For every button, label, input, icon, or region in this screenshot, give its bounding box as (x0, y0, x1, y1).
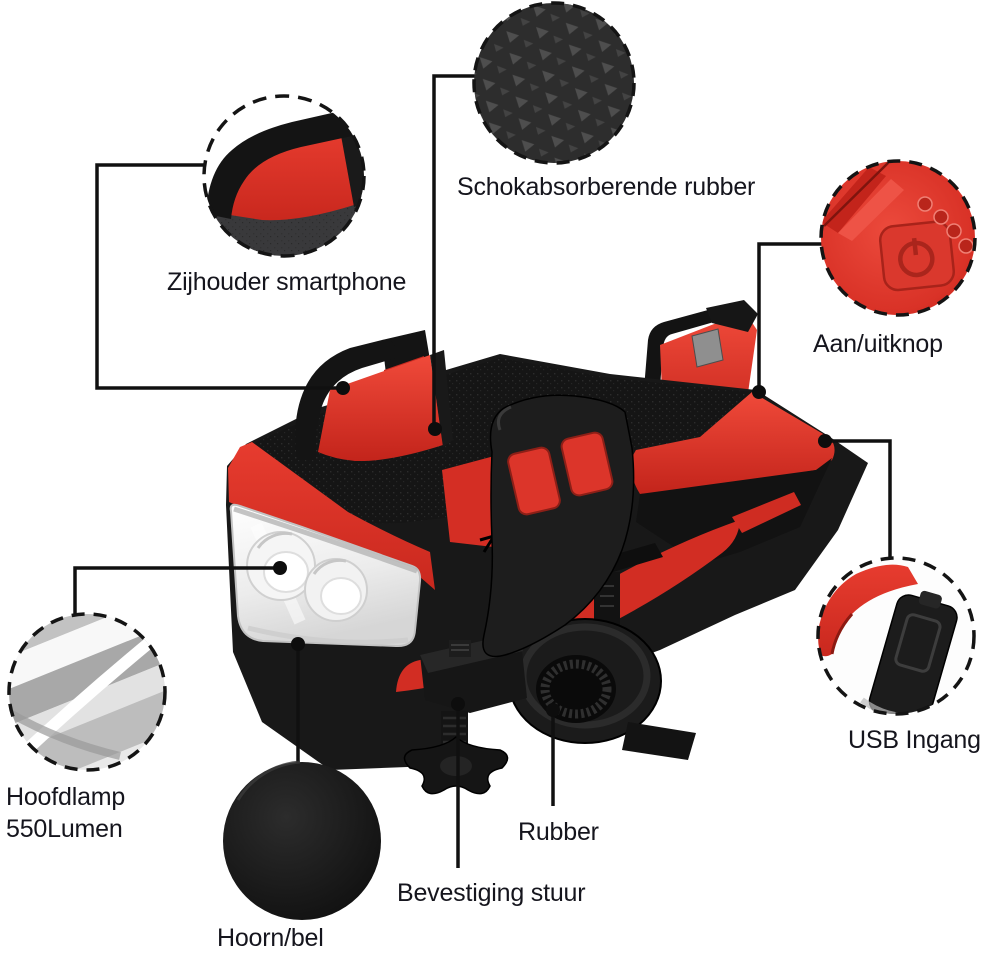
leader-lines (73, 74, 892, 868)
power-button-icon (878, 220, 956, 292)
body-underside (636, 458, 832, 564)
label-side-holder: Zijhouder smartphone (167, 268, 407, 296)
body-red-top-face (630, 392, 835, 494)
usb-cover (868, 590, 958, 714)
detail-circle-shock-rubber (472, 1, 636, 165)
leader-side-holder (95, 163, 343, 390)
product-photo (226, 300, 868, 795)
detail-circle-power-button (819, 159, 977, 317)
rubber-strap (482, 394, 635, 658)
detail-circle-usb (816, 556, 976, 716)
leader-power-button (757, 242, 822, 392)
leader-usb-input (825, 439, 892, 559)
leader-shock-rubber (432, 74, 476, 429)
horn-disc (223, 760, 381, 920)
detail-circle-headlamp (7, 612, 167, 772)
label-power-button: Aan/uitknop (813, 330, 943, 358)
label-horn: Hoorn/bel (217, 924, 324, 952)
leader-dots (273, 381, 832, 717)
front-red-band (228, 442, 435, 590)
indicator-leds (917, 196, 974, 254)
detail-circle-side-holder (202, 94, 366, 258)
label-headlamp-line1: Hoofdlamp (6, 783, 126, 811)
label-handlebar-mount: Bevestiging stuur (397, 879, 586, 907)
label-headlamp-line2: 550Lumen (6, 815, 123, 843)
leader-headlamp (73, 566, 280, 615)
label-rubber: Rubber (518, 818, 599, 846)
label-usb-input: USB Ingang (848, 726, 981, 754)
label-shock-rubber: Schokabsorberende rubber (457, 173, 756, 201)
